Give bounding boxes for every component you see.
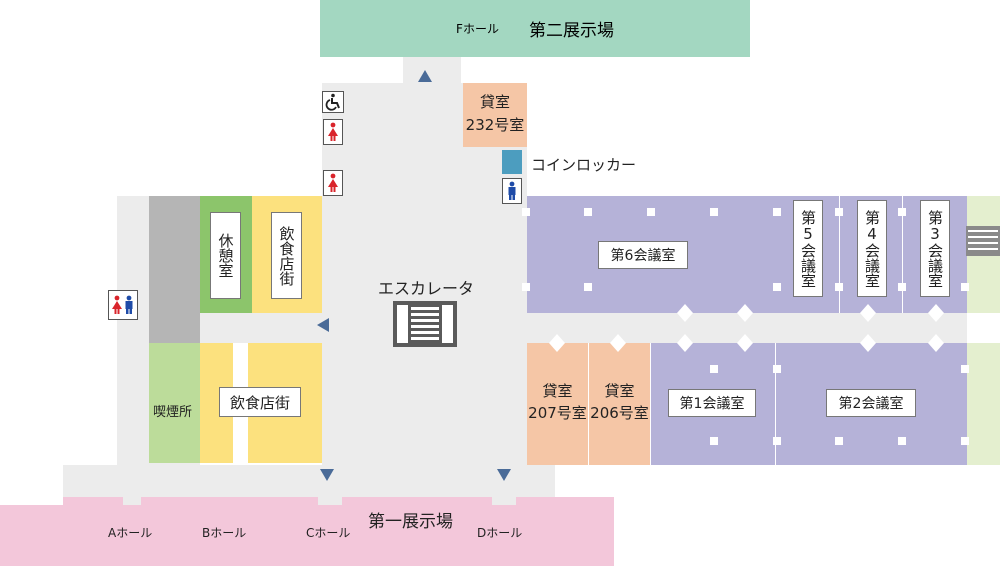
rental-room-207-number: 207号室	[528, 404, 587, 422]
coin-locker-label: コインロッカー	[531, 156, 637, 174]
stairs-icon	[966, 226, 1000, 256]
light-marker	[835, 437, 843, 445]
exhibition-hall-1-top-mid2	[342, 497, 492, 505]
rest-room-label: 休憩室	[210, 212, 241, 299]
light-marker	[522, 208, 530, 216]
restaurant-label-vertical: 飲食店街	[271, 212, 302, 299]
restroom-male-icon	[502, 178, 522, 204]
light-marker	[710, 437, 718, 445]
rental-room-232[interactable]: 貸室 232号室	[463, 83, 527, 147]
meeting-room-6-label: 第6会議室	[598, 241, 688, 269]
light-marker	[773, 365, 781, 373]
door-markers	[549, 304, 944, 352]
rental-room-206-label: 貸室	[604, 382, 635, 400]
c-hall-label: Cホール	[306, 526, 351, 540]
light-marker	[773, 283, 781, 291]
restroom-icon	[108, 290, 138, 320]
exhibition-hall-1-top-left	[63, 497, 123, 505]
meeting-room-4-label: 第4会議室	[857, 200, 887, 297]
restroom-female-icon	[323, 170, 343, 196]
restroom-female-icon	[323, 119, 343, 145]
corridor-connector-a	[123, 495, 141, 505]
d-hall-label: Dホール	[477, 526, 523, 540]
light-marker	[584, 208, 592, 216]
a-hall-label: Aホール	[108, 526, 153, 540]
rental-room-232-number: 232号室	[465, 116, 525, 134]
f-hall-label: Fホール	[456, 22, 499, 36]
escalator-icon	[393, 301, 457, 347]
smoking-area-label: 喫煙所	[153, 405, 193, 420]
light-marker	[835, 208, 843, 216]
light-marker	[961, 283, 969, 291]
rental-room-207[interactable]: 貸室 207号室	[527, 343, 588, 465]
light-marker	[898, 437, 906, 445]
wheelchair-icon	[322, 91, 344, 113]
light-marker	[522, 283, 530, 291]
corridor-connector-d	[492, 495, 516, 505]
light-marker	[773, 437, 781, 445]
light-marker	[961, 437, 969, 445]
light-marker	[961, 365, 969, 373]
meeting-room-1-label: 第1会議室	[668, 389, 756, 417]
exhibition-hall-2[interactable]: Fホール 第二展示場	[320, 0, 750, 57]
meeting-room-5-label: 第5会議室	[793, 200, 823, 297]
light-marker	[710, 365, 718, 373]
restaurant-label-horizontal: 飲食店街	[219, 387, 301, 417]
coin-locker[interactable]	[502, 150, 522, 174]
stairs-area-bottom	[967, 343, 1000, 465]
rental-room-206-number: 206号室	[590, 404, 649, 422]
exhibition-hall-1-top-mid	[141, 497, 318, 505]
exhibition-hall-1-label: 第一展示場	[368, 512, 453, 532]
rental-room-207-label: 貸室	[542, 382, 573, 400]
arrow-left-icon	[317, 318, 329, 332]
rental-room-232-label: 貸室	[479, 93, 510, 111]
meeting-room-2-label: 第2会議室	[826, 389, 916, 417]
escalator-label: エスカレータ	[378, 279, 475, 298]
exhibition-hall-1-top-right	[516, 497, 614, 505]
smoking-area[interactable]	[149, 343, 200, 463]
meeting-room-3-label: 第3会議室	[920, 200, 950, 297]
corridor-bottom	[63, 465, 555, 497]
light-marker	[835, 283, 843, 291]
service-area	[149, 196, 200, 343]
exhibition-hall-2-label: 第二展示場	[528, 21, 614, 41]
light-marker	[584, 283, 592, 291]
rental-room-206[interactable]: 貸室 206号室	[589, 343, 650, 465]
corridor-mid	[200, 313, 322, 343]
light-marker	[710, 208, 718, 216]
arrow-down-icon	[320, 469, 334, 481]
corridor-connector-c	[318, 495, 342, 505]
exhibition-hall-1[interactable]	[0, 505, 614, 566]
arrow-up-icon	[418, 70, 432, 82]
light-marker	[898, 283, 906, 291]
arrow-down-icon	[497, 469, 511, 481]
b-hall-label: Bホール	[202, 526, 247, 540]
light-marker	[647, 208, 655, 216]
light-marker	[773, 208, 781, 216]
light-marker	[898, 208, 906, 216]
